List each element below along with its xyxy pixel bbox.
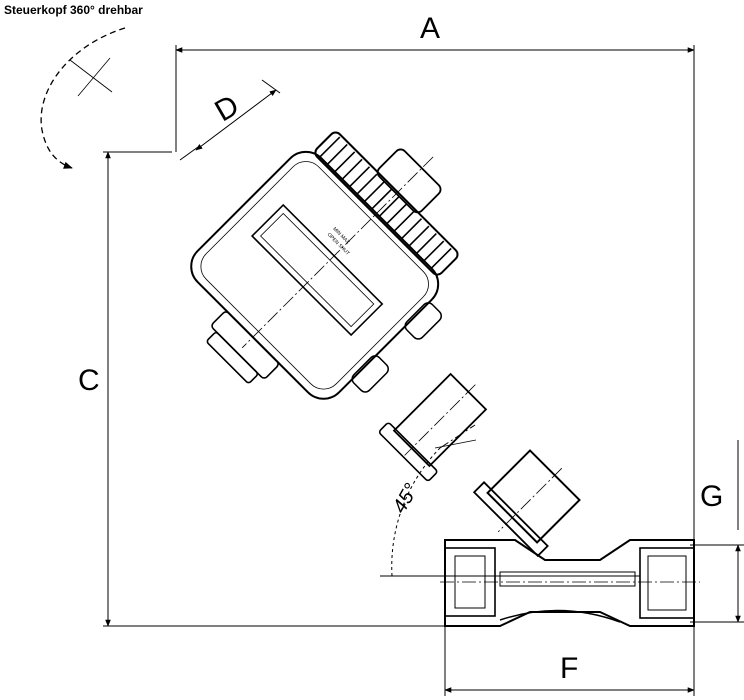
cap-rib — [415, 233, 437, 254]
dimension-g-label: G — [700, 480, 723, 513]
cap-rib — [326, 143, 348, 165]
dimension-g: G — [690, 440, 744, 623]
cap-rib — [430, 247, 452, 269]
dimension-f: F — [444, 626, 695, 696]
cap-rib — [408, 225, 430, 247]
dimension-f-label: F — [560, 652, 578, 685]
cap-rib — [349, 166, 371, 188]
control-head: MIN MAX OPEN SHUT — [190, 131, 459, 400]
cap-rib — [386, 203, 408, 225]
cap-rib — [319, 136, 341, 158]
angle-indicator: 45° — [380, 424, 640, 577]
cap-rib — [334, 151, 356, 173]
dimension-d-label: D — [209, 89, 244, 128]
cap-rib — [341, 158, 363, 180]
cap-rib — [423, 240, 445, 262]
angle-label: 45° — [389, 480, 423, 517]
valve-bonnet — [472, 449, 581, 558]
valve-body — [440, 539, 700, 627]
dimension-c-label: C — [78, 364, 100, 397]
dimension-a: A — [175, 12, 695, 545]
cap-rib — [371, 188, 393, 210]
rotation-note: Steuerkopf 360° drehbar — [4, 3, 143, 17]
cap-rib — [401, 218, 423, 240]
dimension-a-label: A — [420, 12, 440, 45]
valve-stem — [378, 372, 488, 482]
cap-rib — [363, 181, 385, 202]
dimension-d: D — [179, 79, 281, 161]
rotation-arrow — [40, 27, 126, 169]
cap-rib — [393, 210, 415, 232]
cap-rib — [356, 173, 378, 195]
dimension-c: C — [78, 151, 445, 627]
cap-rib — [378, 195, 400, 217]
